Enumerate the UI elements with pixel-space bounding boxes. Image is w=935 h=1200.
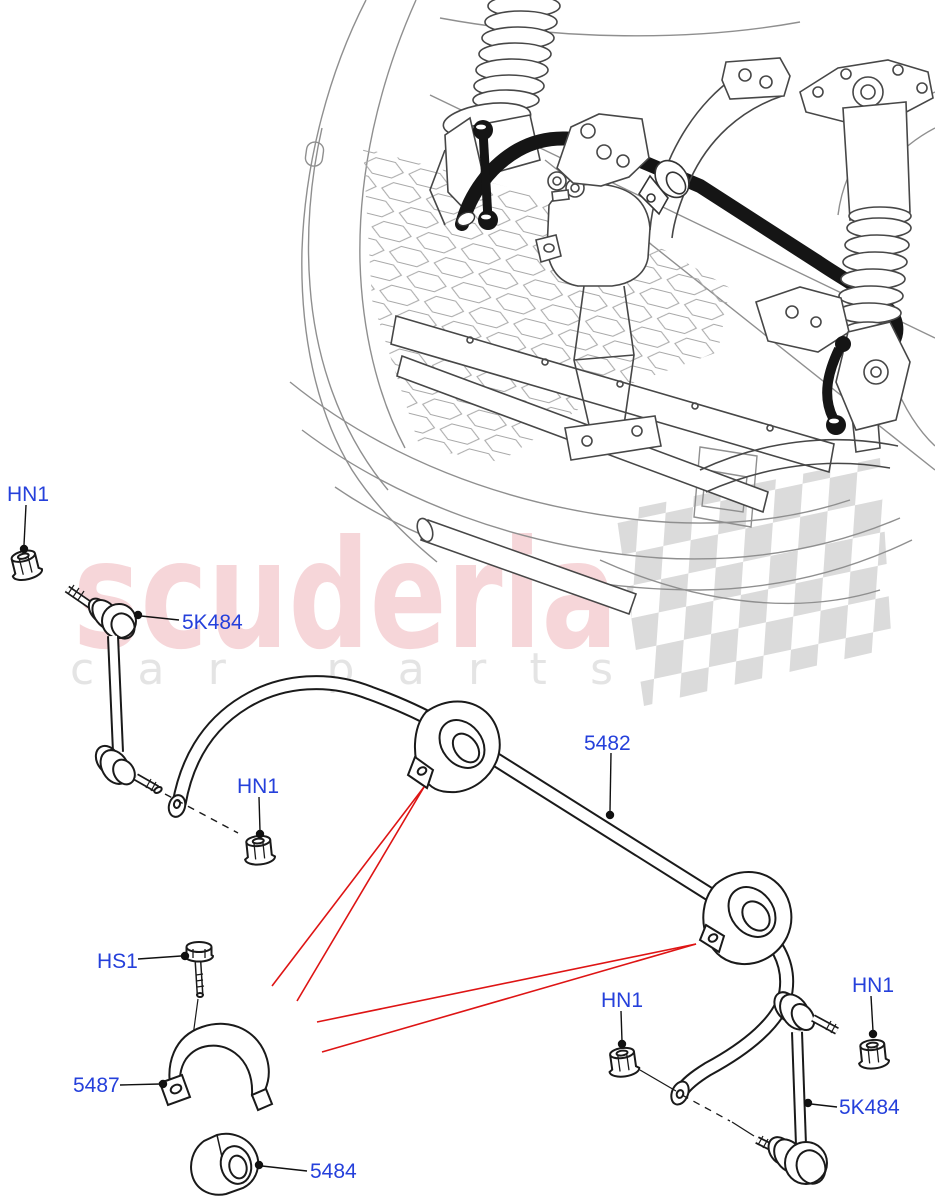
nut-hn1-d <box>855 1037 891 1071</box>
nut-hn1-c <box>605 1045 642 1080</box>
callout-right-link[interactable]: 5K484 <box>839 1096 900 1119</box>
nut-hn1-a <box>6 546 45 584</box>
bar-bracket-part <box>158 1022 274 1112</box>
red-locator-lines <box>271 786 697 1053</box>
stabilizer-link-left <box>64 584 239 834</box>
nut-hn1-b <box>241 833 277 867</box>
checkered-flag-watermark <box>616 458 892 706</box>
callout-stabilizer-bar[interactable]: 5482 <box>584 732 631 755</box>
callout-upper-link[interactable]: 5K484 <box>182 611 243 634</box>
installed-stabilizer-links <box>456 120 851 435</box>
callout-bushing[interactable]: 5484 <box>310 1160 357 1183</box>
watermark: scuderia car parts <box>70 458 892 706</box>
callout-bracket[interactable]: 5487 <box>73 1074 120 1097</box>
bar-bushing-part <box>190 1132 260 1196</box>
watermark-brand: scuderia <box>73 509 618 683</box>
callout-bracket-bolt[interactable]: HS1 <box>97 950 138 973</box>
right-air-strut <box>799 59 934 453</box>
exploded-parts <box>6 546 891 1196</box>
callout-upper-link-nut[interactable]: HN1 <box>7 483 50 506</box>
callout-right-link-upper-nut[interactable]: HN1 <box>601 989 644 1012</box>
bar-clamp-left <box>406 700 501 794</box>
left-air-strut <box>429 0 561 226</box>
callout-right-link-top-nut[interactable]: HN1 <box>852 974 895 997</box>
bar-clamp-right <box>698 871 793 966</box>
stabilizer-link-right <box>639 991 839 1185</box>
bracket-bolt <box>183 941 215 1037</box>
callout-lower-link-nut[interactable]: HN1 <box>237 775 280 798</box>
callout-leaders <box>19 504 878 1172</box>
